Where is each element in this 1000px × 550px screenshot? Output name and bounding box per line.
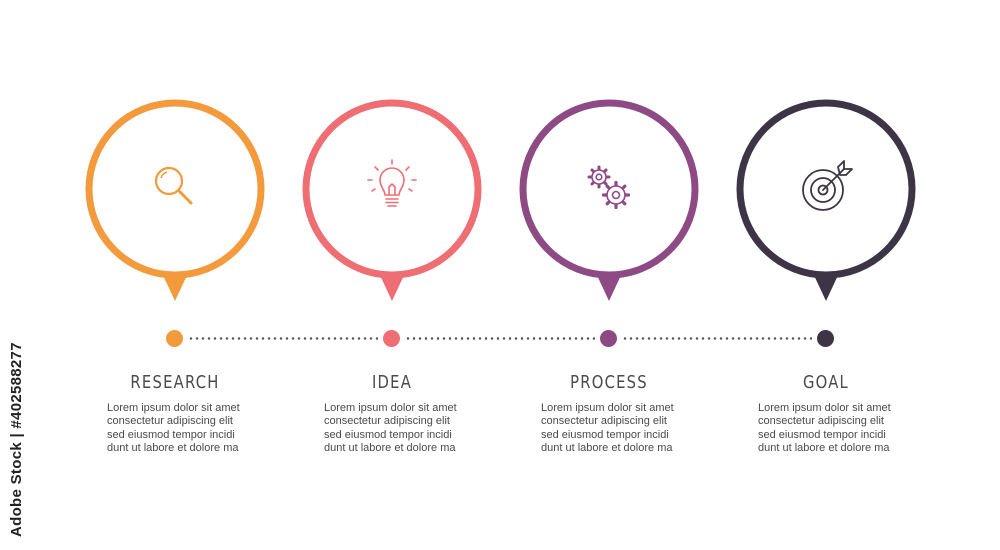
- step-title: PROCESS: [570, 372, 648, 393]
- timeline-connector: [405, 337, 595, 340]
- step-process-pin: [517, 97, 701, 303]
- timeline-dot-idea: [383, 330, 400, 347]
- target-icon: [802, 160, 853, 211]
- step-title: RESEARCH: [130, 372, 220, 393]
- gears-icon: [587, 165, 631, 210]
- step-description: Lorem ipsum dolor sit amet consectetur a…: [107, 402, 240, 455]
- lightbulb-icon: [367, 159, 417, 207]
- timeline-dot-goal: [817, 330, 834, 347]
- timeline-dot-research: [166, 330, 183, 347]
- magnifier-icon: [154, 166, 193, 205]
- step-description: Lorem ipsum dolor sit amet consectetur a…: [324, 402, 457, 455]
- pin-ring-shape: [85, 99, 265, 301]
- stock-watermark: Adobe Stock | #402588277: [8, 342, 25, 537]
- pin-ring-shape: [736, 99, 916, 301]
- step-research-pin: [83, 97, 267, 303]
- pin-ring-shape: [302, 99, 482, 301]
- timeline-connector: [622, 337, 812, 340]
- step-title: IDEA: [371, 372, 413, 393]
- step-idea-pin: [300, 97, 484, 303]
- step-title: GOAL: [802, 372, 850, 393]
- step-goal-pin: [734, 97, 918, 303]
- timeline-dot-process: [600, 330, 617, 347]
- step-description: Lorem ipsum dolor sit amet consectetur a…: [758, 402, 891, 455]
- step-description: Lorem ipsum dolor sit amet consectetur a…: [541, 402, 674, 455]
- timeline-connector: [188, 337, 378, 340]
